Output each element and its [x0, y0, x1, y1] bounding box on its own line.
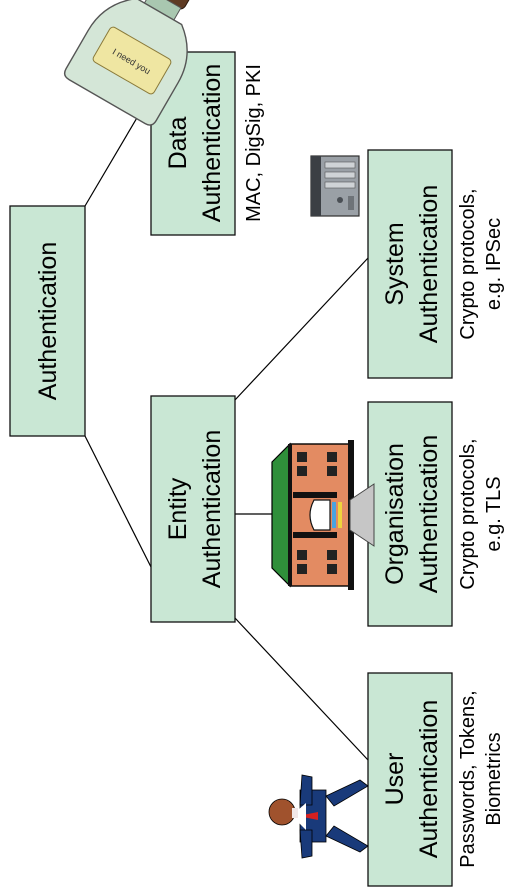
node-user-authentication [367, 672, 453, 887]
server-tower-icon [310, 155, 360, 217]
note-organisation-line2: e.g. TLS [483, 476, 505, 551]
note-user-line1: Passwords, Tokens, [457, 690, 479, 868]
label-entity-line1: Entity [164, 477, 192, 540]
label-system-line1: System [381, 222, 409, 305]
note-system-line1: Crypto protocols, [457, 188, 479, 339]
label-organisation-line1: Organisation [381, 443, 409, 585]
label-user-line2: Authentication [415, 700, 443, 858]
note-data: MAC, DigSig, PKI [243, 64, 265, 222]
note-organisation-line1: Crypto protocols, [457, 438, 479, 589]
edge-entity-user [234, 617, 369, 761]
label-system-line2: Authentication [415, 185, 443, 343]
edge-root-entity [84, 435, 152, 568]
label-data-line1: Data [164, 117, 192, 170]
businessman-icon [268, 774, 369, 859]
note-system-line2: e.g. IPSec [483, 218, 505, 310]
node-entity-authentication [150, 395, 236, 623]
building-icon [271, 440, 375, 590]
node-authentication [9, 205, 86, 437]
label-user-line1: User [381, 753, 409, 806]
label-authentication: Authentication [34, 242, 62, 400]
edge-entity-system [234, 257, 369, 401]
label-entity-line2: Authentication [198, 430, 226, 588]
label-organisation-line2: Authentication [415, 435, 443, 593]
note-user-line2: Biometrics [483, 732, 505, 825]
node-organisation-authentication [367, 401, 453, 627]
label-data-line2: Authentication [198, 64, 226, 222]
node-system-authentication [367, 149, 453, 379]
message-in-bottle-icon: I need you [63, 0, 194, 126]
